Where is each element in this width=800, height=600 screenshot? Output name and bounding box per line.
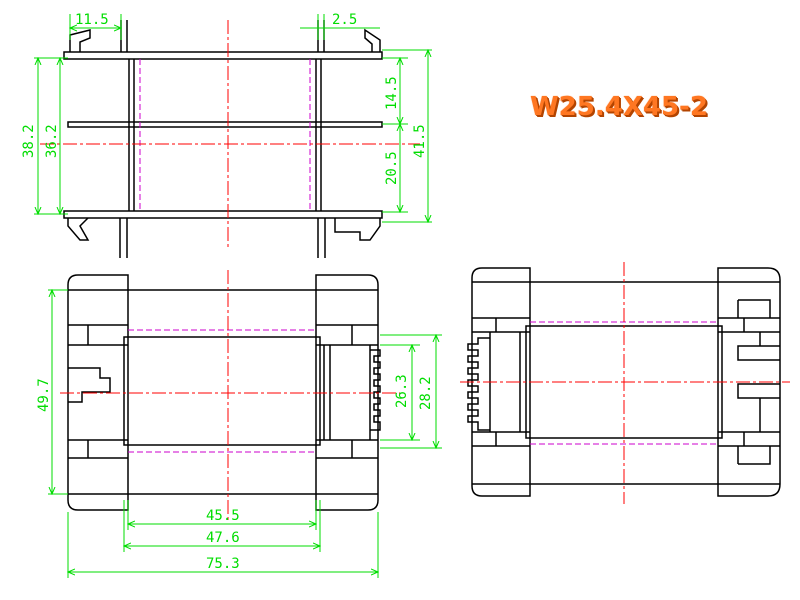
middle-flange <box>67 121 383 128</box>
dim-height-inner: 36.2 <box>44 124 60 158</box>
bottom-right-clip-upper <box>737 345 780 361</box>
dim-plan-height: 49.7 <box>36 378 52 412</box>
left-flange <box>67 274 129 511</box>
bottom-right-clip <box>334 218 381 241</box>
bottom-left-comb <box>467 337 490 431</box>
bottom-left-clip <box>67 217 90 241</box>
dim-slot-inner: 26.3 <box>394 374 410 408</box>
dim-lower-section: 20.5 <box>384 151 400 185</box>
right-flange <box>315 274 379 511</box>
dim-length-inner: 45.5 <box>206 508 240 524</box>
bottom-right-clip-lower <box>737 383 780 399</box>
dim-length-mid: 47.6 <box>206 530 240 546</box>
plan-core <box>123 336 321 446</box>
plan-left-clip <box>68 367 111 403</box>
dim-length-overall: 75.3 <box>206 556 240 572</box>
side-view-dimensions <box>34 14 432 222</box>
top-right-clip <box>364 28 381 52</box>
plan-view <box>67 274 381 511</box>
plan-view-dimensions <box>48 290 442 578</box>
bottom-left-flange <box>471 267 531 497</box>
dim-top-left-flange: 11.5 <box>75 12 109 28</box>
side-view <box>63 20 383 258</box>
plan-right-comb <box>370 349 381 431</box>
part-number-title: W25.4X45-2 <box>530 92 708 122</box>
top-left-clip <box>69 29 91 52</box>
dim-top-right-flange: 2.5 <box>332 12 357 28</box>
bottom-flange-plate <box>63 210 383 219</box>
dim-upper-section: 14.5 <box>384 76 400 110</box>
top-flange-plate <box>63 51 383 60</box>
dim-slot-outer: 28.2 <box>418 376 434 410</box>
dim-height-outer: 38.2 <box>21 124 37 158</box>
dim-overall-height: 41.5 <box>412 124 428 158</box>
